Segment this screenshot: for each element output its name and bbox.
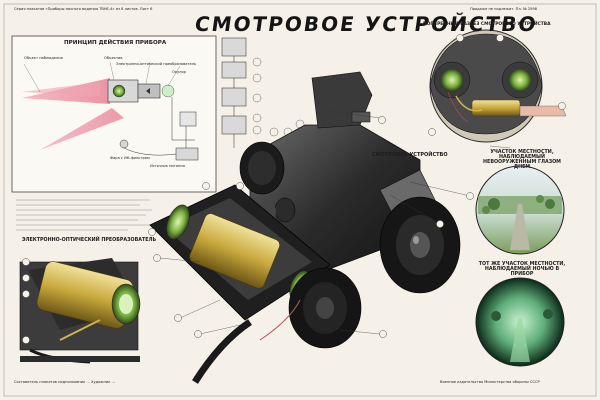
- label-headlight: Фара с ИК-фильтром: [110, 156, 150, 160]
- poster-header-left: Серия плакатов «Приборы ночного видения …: [14, 7, 153, 11]
- label-eyepiece: Окуляр: [172, 70, 186, 74]
- label-lens: Объектив: [104, 56, 123, 60]
- caption-day-view: УЧАСТОК МЕСТНОСТИ, НАБЛЮДАЕМЫЙ НЕВООРУЖЕ…: [483, 150, 561, 170]
- label-eop: Электронно-оптический преобразователь: [116, 62, 197, 66]
- label-source: Источник питания: [150, 164, 185, 168]
- principle-section-title: ПРИНЦИП ДЕЙСТВИЯ ПРИБОРА: [64, 40, 167, 46]
- poster-header-right: Продаже не подлежит. Пл. № 2598: [470, 7, 537, 11]
- cross-section-title: ПОПЕРЕЧНЫЙ РАЗРЕЗ СМОТРОВОГО УСТРОЙСТВА: [423, 22, 551, 27]
- caption-night-view: ТОТ ЖЕ УЧАСТОК МЕСТНОСТИ, НАБЛЮДАЕМЫЙ НО…: [478, 262, 566, 277]
- converter-section-title: ЭЛЕКТРОННО-ОПТИЧЕСКИЙ ПРЕОБРАЗОВАТЕЛЬ: [22, 238, 157, 243]
- label-target: Объект наблюдения: [24, 56, 63, 60]
- footer-left: Составитель плакатов подполковник ... Ху…: [14, 380, 115, 384]
- device-section-title: СМОТРОВОЕ УСТРОЙСТВО: [372, 152, 448, 158]
- footer-right: Военное издательство Министерства оборон…: [440, 380, 540, 384]
